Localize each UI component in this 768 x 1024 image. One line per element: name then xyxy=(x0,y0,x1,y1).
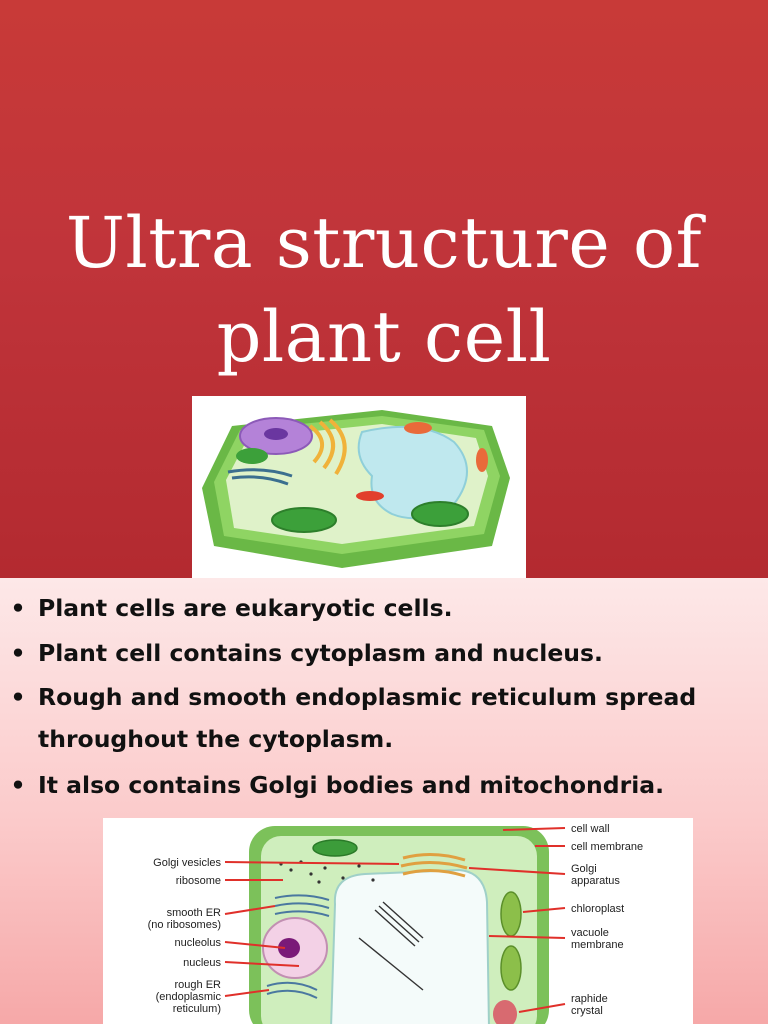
bullet-item: • Plant cell contains cytoplasm and nucl… xyxy=(8,631,758,676)
chloroplast-shape xyxy=(312,839,358,857)
diagram-label: chloroplast xyxy=(571,903,624,915)
raphide-crystal-shape xyxy=(358,901,424,991)
diagram-label: crystal xyxy=(571,1005,603,1017)
slide-title-line-2: plant cell xyxy=(216,296,552,378)
diagram-label: nucleolus xyxy=(175,937,222,949)
label-arrows-right xyxy=(468,827,566,1013)
bullet-glyph: • xyxy=(10,594,26,622)
mitochondrion-shape xyxy=(476,448,488,472)
bullet-text: Plant cells are eukaryotic cells. xyxy=(38,594,453,622)
bullet-text: It also contains Golgi bodies and mitoch… xyxy=(38,771,665,799)
nucleolus-shape xyxy=(278,938,300,958)
mitochondrion-shape xyxy=(356,491,384,501)
diagram-label: Golgi vesicles xyxy=(153,857,221,869)
chloroplast-shape xyxy=(236,448,268,464)
diagram-label: apparatus xyxy=(571,875,620,887)
diagram-label: membrane xyxy=(571,939,624,951)
bullet-list: • Plant cells are eukaryotic cells. • Pl… xyxy=(8,586,758,808)
diagram-label: vacuole xyxy=(571,927,609,939)
bullet-text: Rough and smooth endoplasmic reticulum s… xyxy=(38,683,697,753)
golgi-shape xyxy=(308,418,347,476)
er-shape xyxy=(227,468,293,486)
diagram-label: cell wall xyxy=(571,823,610,835)
bullet-glyph: • xyxy=(10,683,26,711)
label-arrows-left xyxy=(224,861,400,997)
diagram-label: (no ribosomes) xyxy=(148,919,221,931)
chloroplast-shape xyxy=(500,891,522,937)
chloroplast-shape xyxy=(500,945,522,991)
diagram-label: (endoplasmic xyxy=(156,991,222,1003)
slide-title: Ultra structure of plant cell xyxy=(0,196,768,384)
nucleolus-shape xyxy=(264,428,288,440)
slide-title-line-1: Ultra structure of xyxy=(65,202,703,284)
vacuole-shape xyxy=(330,868,490,1024)
mitochondrion-shape xyxy=(493,1000,517,1024)
plant-cell-3d-image xyxy=(192,396,526,578)
plant-cell-diagram-svg: Golgi vesicles ribosome smooth ER (no ri… xyxy=(148,823,643,1024)
diagram-label: cell membrane xyxy=(571,841,643,853)
diagram-label: ribosome xyxy=(176,875,221,887)
plant-cell-labeled-diagram: Golgi vesicles ribosome smooth ER (no ri… xyxy=(103,818,693,1024)
bullet-item: • It also contains Golgi bodies and mito… xyxy=(8,763,758,808)
diagram-label: Golgi xyxy=(571,863,597,875)
er-shape xyxy=(266,894,330,999)
bullet-item: • Plant cells are eukaryotic cells. xyxy=(8,586,758,631)
mitochondrion-shape xyxy=(404,422,432,434)
bullet-text: Plant cell contains cytoplasm and nucleu… xyxy=(38,639,603,667)
golgi-shape xyxy=(400,853,468,878)
diagram-label: rough ER xyxy=(175,979,222,991)
chloroplast-shape xyxy=(271,507,337,533)
diagram-label: nucleus xyxy=(183,957,221,969)
bullet-glyph: • xyxy=(10,771,26,799)
bullet-item: • Rough and smooth endoplasmic reticulum… xyxy=(8,676,758,760)
chloroplast-shape xyxy=(411,501,469,527)
diagram-label: smooth ER xyxy=(167,907,221,919)
diagram-label: reticulum) xyxy=(173,1003,221,1015)
bullet-glyph: • xyxy=(10,639,26,667)
diagram-label: raphide xyxy=(571,993,608,1005)
plant-cell-3d-illustration xyxy=(202,410,510,568)
